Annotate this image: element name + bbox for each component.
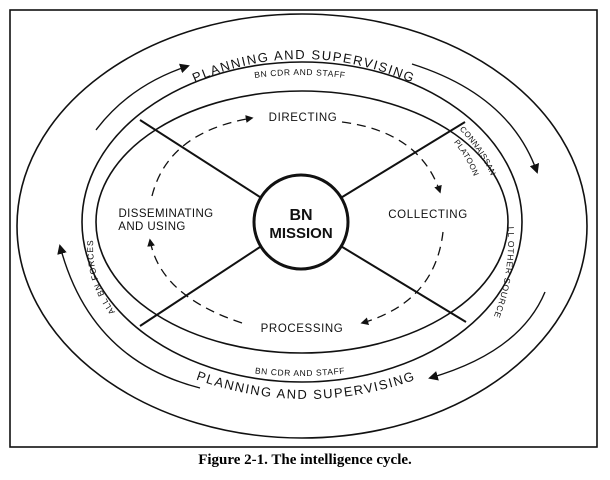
stage-disseminating-label-line1: DISSEMINATING — [118, 208, 213, 220]
center-label-line1: BN — [289, 207, 312, 224]
figure-caption: Figure 2-1. The intelligence cycle. — [198, 452, 412, 468]
stage-disseminating-label-line2: AND USING — [118, 221, 186, 233]
spoke-top-left — [139, 119, 264, 200]
frame-border — [9, 9, 598, 448]
inner-ring-top-label: BN CDR AND STAFF — [254, 67, 347, 80]
center-label-line2: MISSION — [269, 225, 332, 242]
stage-directing-label: DIRECTING — [269, 112, 338, 124]
inner-band-ellipse — [95, 90, 509, 354]
inner-ring-bottom-label: BN CDR AND STAFF — [254, 365, 345, 378]
cycle-arrow-processing-to-disseminating — [147, 238, 243, 324]
stage-collecting-label: COLLECTING — [388, 209, 468, 221]
inner-ellipse — [81, 61, 523, 383]
center-circle — [252, 173, 350, 271]
cycle-arrow-collecting-to-processing — [360, 231, 444, 326]
outer-arc-bottom-left — [57, 244, 201, 389]
spoke-bottom-right — [338, 244, 467, 323]
outer-arc-bottom-right — [428, 291, 546, 381]
spoke-top-right — [338, 121, 466, 200]
outer-arc-top-left — [95, 63, 190, 131]
outer-ring-top-label: PLANNING AND SUPERVISING — [190, 47, 418, 86]
outer-ellipse — [16, 13, 588, 439]
cycle-arrow-disseminating-to-directing — [151, 115, 254, 197]
cycle-arrow-directing-to-collecting — [341, 121, 442, 194]
inner-ring-right-lower-label: ALL OTHER SOURCES — [0, 0, 515, 320]
stage-processing-label: PROCESSING — [261, 323, 344, 335]
spoke-bottom-left — [139, 244, 264, 327]
outer-arc-top-right — [411, 63, 540, 174]
